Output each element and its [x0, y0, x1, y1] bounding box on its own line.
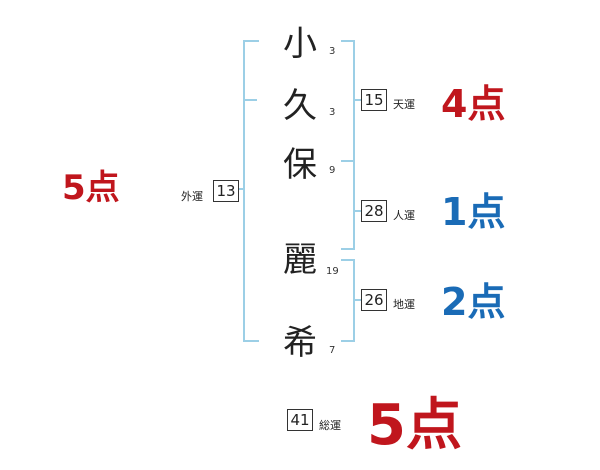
- jinkaku-label: 人運: [393, 209, 415, 222]
- gaikaku-connector: [237, 188, 245, 190]
- tenkaku-score: 4点: [441, 82, 506, 126]
- tenkaku-label: 天運: [393, 98, 415, 111]
- chikaku-value-box: 26: [361, 289, 387, 311]
- name-char-2: 久: [283, 86, 317, 126]
- stroke-count-3: 9: [329, 165, 336, 176]
- jinkaku-score: 1点: [441, 190, 506, 234]
- jinkaku-connector: [353, 210, 361, 212]
- tenkaku-value-box: 15: [361, 89, 387, 111]
- name-char-3: 保: [283, 145, 317, 185]
- chikaku-label: 地運: [393, 298, 415, 311]
- gaikaku-score: 5点: [62, 168, 120, 208]
- gaikaku-label: 外運: [181, 190, 203, 203]
- chikaku-score: 2点: [441, 280, 506, 324]
- tenkaku-bracket: [341, 40, 355, 162]
- chikaku-connector: [353, 299, 361, 301]
- jinkaku-bracket: [341, 158, 355, 250]
- gaikaku-tick-upper: [243, 99, 257, 101]
- stroke-count-5: 7: [329, 345, 336, 356]
- stroke-count-1: 3: [329, 46, 336, 57]
- jinkaku-value-box: 28: [361, 200, 387, 222]
- gaikaku-bracket: [243, 40, 259, 342]
- name-char-4: 麗: [283, 240, 317, 280]
- tenkaku-connector: [353, 99, 361, 101]
- name-char-1: 小: [283, 24, 317, 64]
- name-char-5: 希: [283, 323, 317, 363]
- soukaku-score: 5点: [367, 393, 462, 458]
- soukaku-value-box: 41: [287, 409, 313, 431]
- stroke-count-2: 3: [329, 107, 336, 118]
- soukaku-label: 総運: [319, 419, 341, 432]
- gaikaku-value-box: 13: [213, 180, 239, 202]
- stroke-count-4: 19: [326, 266, 339, 277]
